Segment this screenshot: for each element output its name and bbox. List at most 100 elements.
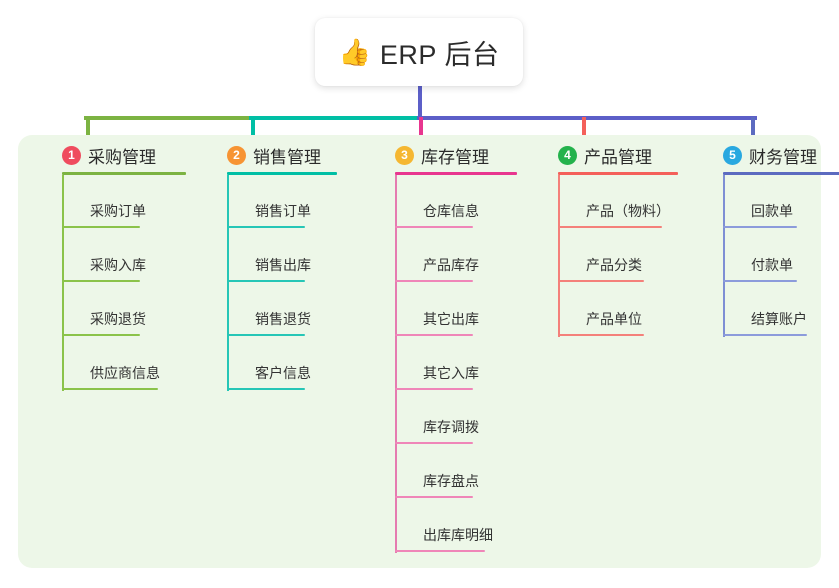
module-item-label: 产品库存	[423, 257, 479, 273]
module-header-underline	[62, 172, 186, 175]
module-item[interactable]: 产品库存	[395, 229, 489, 283]
module-item[interactable]: 仓库信息	[395, 175, 489, 229]
module-item-label: 采购入库	[90, 257, 146, 273]
module-header-3[interactable]: 3 库存管理	[373, 135, 517, 175]
module-item-underline	[395, 280, 473, 282]
module-number-badge: 2	[227, 145, 246, 165]
module-title: 财务管理	[749, 147, 817, 167]
module-item[interactable]: 产品单位	[558, 283, 652, 337]
module-item-label: 仓库信息	[423, 203, 479, 219]
module-header-5[interactable]: 5 财务管理	[701, 135, 839, 175]
module-item-underline	[395, 226, 473, 228]
module-item-underline	[62, 226, 140, 228]
module-item-underline	[395, 550, 485, 552]
module-item-underline	[395, 388, 473, 390]
module-header-underline	[558, 172, 678, 175]
module-items-list: 回款单付款单结算账户	[701, 175, 817, 337]
module-item[interactable]: 销售订单	[227, 175, 321, 229]
module-item-label: 结算账户	[751, 311, 807, 327]
module-header-underline	[227, 172, 337, 175]
module-item[interactable]: 其它出库	[395, 283, 489, 337]
module-items-list: 采购订单采购入库采购退货供应商信息	[40, 175, 160, 391]
module-header-underline	[723, 172, 839, 175]
module-item[interactable]: 客户信息	[227, 337, 321, 391]
module-item-underline	[62, 334, 140, 336]
module-item-underline	[227, 334, 305, 336]
module-item-label: 产品单位	[586, 311, 642, 327]
module-item[interactable]: 销售退货	[227, 283, 321, 337]
root-node-title: ERP 后台	[379, 39, 500, 70]
module-item[interactable]: 库存调拨	[395, 391, 489, 445]
module-item-underline	[62, 388, 158, 390]
module-header-1[interactable]: 1 采购管理	[40, 135, 186, 175]
module-item[interactable]: 采购订单	[62, 175, 156, 229]
module-header-underline	[395, 172, 517, 175]
module-title: 产品管理	[584, 147, 652, 167]
module-item-underline	[227, 280, 305, 282]
module-item-underline	[227, 388, 305, 390]
module-column-5: 5 财务管理回款单付款单结算账户	[701, 135, 839, 337]
module-item-underline	[395, 442, 473, 444]
module-item-label: 产品（物料）	[586, 203, 670, 219]
module-number-badge: 4	[558, 145, 577, 165]
module-item-underline	[558, 334, 644, 336]
thumbs-up-icon: 👍	[338, 37, 371, 67]
module-items-list: 仓库信息产品库存其它出库其它入库库存调拨库存盘点出库库明细	[373, 175, 493, 553]
module-spine-line	[395, 175, 397, 553]
module-item-label: 采购订单	[90, 203, 146, 219]
module-item[interactable]: 库存盘点	[395, 445, 489, 499]
module-item-label: 供应商信息	[90, 365, 160, 381]
module-column-1: 1 采购管理采购订单采购入库采购退货供应商信息	[40, 135, 186, 391]
module-item-underline	[723, 226, 797, 228]
module-item-label: 其它出库	[423, 311, 479, 327]
module-spine-line	[227, 175, 229, 391]
module-item-underline	[723, 334, 807, 336]
module-item-label: 销售订单	[255, 203, 311, 219]
module-item-label: 付款单	[751, 257, 793, 273]
module-item-underline	[723, 280, 797, 282]
module-item-label: 回款单	[751, 203, 793, 219]
module-item[interactable]: 产品（物料）	[558, 175, 670, 229]
module-item-label: 产品分类	[586, 257, 642, 273]
module-item[interactable]: 采购入库	[62, 229, 156, 283]
module-item-underline	[227, 226, 305, 228]
module-column-3: 3 库存管理仓库信息产品库存其它出库其它入库库存调拨库存盘点出库库明细	[373, 135, 517, 553]
module-item-label: 其它入库	[423, 365, 479, 381]
module-item-underline	[62, 280, 140, 282]
module-item-underline	[395, 334, 473, 336]
module-item[interactable]: 结算账户	[723, 283, 817, 337]
module-item-label: 采购退货	[90, 311, 146, 327]
module-spine-line	[723, 175, 725, 337]
module-spine-line	[62, 175, 64, 391]
module-item[interactable]: 出库库明细	[395, 499, 493, 553]
module-item[interactable]: 供应商信息	[62, 337, 160, 391]
module-number-badge: 5	[723, 145, 742, 165]
module-number-badge: 3	[395, 145, 414, 165]
module-header-4[interactable]: 4 产品管理	[536, 135, 678, 175]
module-item[interactable]: 付款单	[723, 229, 817, 283]
module-item-label: 出库库明细	[423, 527, 493, 543]
module-title: 库存管理	[421, 147, 489, 167]
module-items-list: 产品（物料） 产品分类产品单位	[536, 175, 670, 337]
module-item[interactable]: 销售出库	[227, 229, 321, 283]
module-item-label: 销售出库	[255, 257, 311, 273]
module-item-underline	[558, 280, 644, 282]
module-item-label: 库存盘点	[423, 473, 479, 489]
module-item-underline	[395, 496, 473, 498]
module-item[interactable]: 采购退货	[62, 283, 156, 337]
module-item-label: 销售退货	[255, 311, 311, 327]
module-item[interactable]: 产品分类	[558, 229, 652, 283]
module-item-label: 客户信息	[255, 365, 311, 381]
module-column-4: 4 产品管理产品（物料） 产品分类产品单位	[536, 135, 678, 337]
root-node-card[interactable]: 👍 ERP 后台	[315, 18, 523, 86]
module-title: 采购管理	[88, 147, 156, 167]
module-item[interactable]: 回款单	[723, 175, 817, 229]
module-items-list: 销售订单销售出库销售退货客户信息	[205, 175, 321, 391]
module-item[interactable]: 其它入库	[395, 337, 489, 391]
module-spine-line	[558, 175, 560, 337]
module-number-badge: 1	[62, 145, 81, 165]
